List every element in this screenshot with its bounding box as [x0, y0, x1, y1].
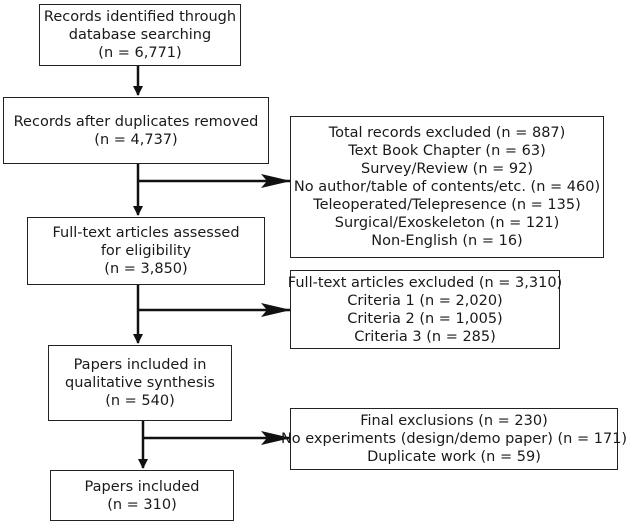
- qualitative-line2: qualitative synthesis: [65, 375, 215, 391]
- criteria-item: Criteria 2 (n = 1,005): [347, 310, 503, 327]
- papers-included-box: Papers included (n = 310): [50, 470, 234, 521]
- excluded-item: Non-English (n = 16): [371, 233, 523, 249]
- fulltext-assessed-line2: for eligibility: [100, 243, 192, 259]
- records-identified-box: Records identified through database sear…: [39, 4, 241, 66]
- duplicates-removed-box: Records after duplicates removed (n = 4,…: [3, 97, 269, 164]
- excluded-item: Survey/Review (n = 92): [361, 161, 533, 177]
- final-exclusions-box: Final exclusions (n = 230) No experiment…: [281, 408, 627, 470]
- fulltext-assessed-box: Full-text articles assessed for eligibil…: [27, 217, 265, 285]
- final-exclusion-item: No experiments (design/demo paper) (n = …: [280, 431, 628, 447]
- records-identified-count: (n = 6,771): [98, 45, 182, 61]
- total-excluded-title: Total records excluded (n = 887): [328, 125, 566, 141]
- fulltext-assessed-count: (n = 3,850): [104, 261, 188, 277]
- criteria-item: Criteria 3 (n = 285): [354, 328, 496, 345]
- excluded-item: Text Book Chapter (n = 63): [348, 143, 546, 159]
- total-excluded-box: Total records excluded (n = 887) Text Bo…: [290, 116, 604, 258]
- records-identified-line2: database searching: [68, 27, 212, 43]
- papers-included-label: Papers included: [84, 478, 200, 495]
- qualitative-line1: Papers included in: [73, 357, 207, 373]
- duplicates-removed-label: Records after duplicates removed: [13, 113, 259, 130]
- excluded-item: Surgical/Exoskeleton (n = 121): [334, 215, 560, 231]
- papers-included-count: (n = 310): [107, 496, 177, 513]
- duplicates-removed-count: (n = 4,737): [94, 131, 178, 148]
- final-exclusions-title: Final exclusions (n = 230): [360, 413, 548, 429]
- criteria-item: Criteria 1 (n = 2,020): [347, 292, 503, 309]
- fulltext-excluded-title: Full-text articles excluded (n = 3,310): [287, 274, 563, 291]
- fulltext-excluded-box: Full-text articles excluded (n = 3,310) …: [287, 270, 563, 349]
- records-identified-line1: Records identified through: [43, 9, 237, 25]
- fulltext-assessed-line1: Full-text articles assessed: [52, 225, 240, 241]
- qualitative-synthesis-box: Papers included in qualitative synthesis…: [48, 345, 232, 421]
- excluded-item: Teleoperated/Telepresence (n = 135): [313, 197, 581, 213]
- qualitative-count: (n = 540): [105, 393, 175, 409]
- excluded-item: No author/table of contents/etc. (n = 46…: [293, 179, 601, 195]
- final-exclusion-item: Duplicate work (n = 59): [367, 449, 541, 465]
